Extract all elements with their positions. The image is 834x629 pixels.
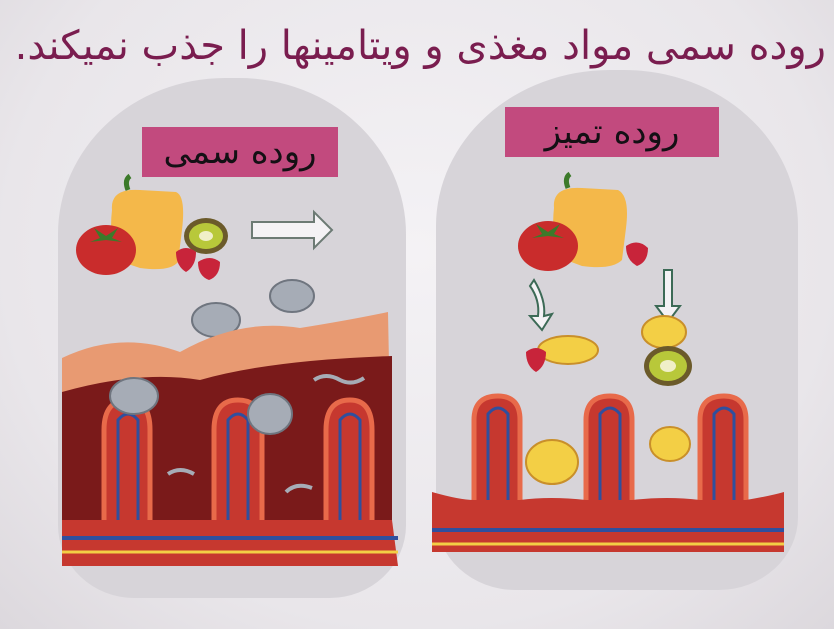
tomato-icon <box>76 225 136 275</box>
fruit-group-clean <box>518 174 648 271</box>
tomato-icon <box>518 221 578 271</box>
intestine-wall-toxic <box>62 312 398 566</box>
arrow-right-icon <box>252 212 332 248</box>
clean-intestine-label: روده تمیز <box>505 107 719 157</box>
toxic-intestine-label: روده سمی <box>142 127 338 177</box>
fruit-group-toxic <box>76 176 228 280</box>
strawberry-icon <box>626 242 648 266</box>
nutrient-blob-icon <box>526 316 692 386</box>
intestine-wall-clean <box>432 396 784 552</box>
kiwi-icon <box>184 218 228 254</box>
